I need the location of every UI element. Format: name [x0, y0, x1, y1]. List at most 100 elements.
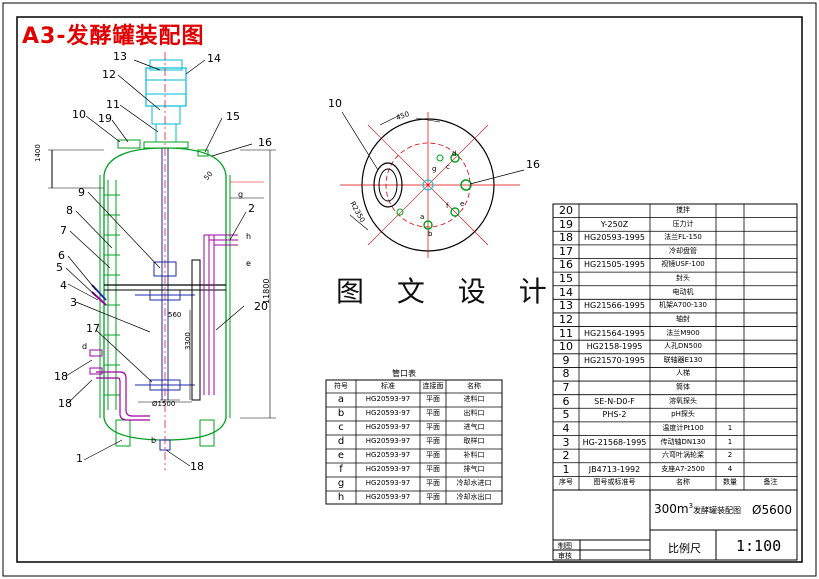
- parts-cell: 5: [562, 408, 570, 422]
- elevation-callout-9: 9: [78, 186, 85, 199]
- parts-cell: 支座A7-2500: [661, 464, 705, 473]
- inner-frame: [16, 16, 803, 563]
- nozzle-cell: HG20593-97: [365, 451, 411, 459]
- drawn-by-label: 制图: [558, 542, 572, 550]
- parts-cell: 2: [727, 451, 733, 460]
- plan-letter-c: c: [446, 163, 450, 171]
- cooling-coil: [203, 234, 238, 395]
- plan-letter-g: g: [432, 165, 437, 173]
- parts-cell: 封头: [676, 274, 690, 283]
- nozzle-cell: 冷却水出口: [456, 493, 492, 501]
- nozzle-cell: b: [337, 408, 345, 419]
- parts-cell: HG2158-1995: [586, 342, 643, 352]
- parts-cell: 筒体: [676, 383, 690, 392]
- plan-callout-10: 10: [328, 97, 342, 110]
- parts-cell: 15: [559, 272, 573, 286]
- coupling: [153, 261, 177, 277]
- plan-view: [340, 111, 525, 258]
- nozzle-cell: d: [337, 436, 345, 447]
- parts-cell: 温度计Pt100: [662, 423, 704, 432]
- nozzle-cell: HG20593-97: [365, 465, 411, 473]
- parts-cell: HG-21568-1995: [582, 437, 647, 447]
- parts-cell: 14: [559, 285, 573, 299]
- parts-cell: 18: [559, 231, 573, 245]
- nozzle-cell: HG20593-97: [365, 493, 411, 501]
- parts-cell: Y-250Z: [600, 219, 629, 229]
- elevation-callout-3: 3: [70, 296, 77, 309]
- nozzle-cell: 平面: [426, 409, 440, 417]
- title-block-diameter: Ø5600: [752, 503, 792, 517]
- nozzle-cell: 取样口: [463, 437, 485, 445]
- dim-11800: 11800: [262, 278, 271, 304]
- drawing-name-prefix: 300m: [654, 502, 689, 516]
- parts-cell: 1: [727, 437, 733, 446]
- parts-cell: HG21505-1995: [584, 260, 645, 270]
- nozzle-letter-b: b: [151, 436, 157, 445]
- scale-label: 比例尺: [668, 542, 701, 555]
- parts-cell: 2: [562, 449, 570, 463]
- support-leg-left: [115, 419, 131, 447]
- nozzle-table-title: 管口表: [392, 369, 416, 378]
- parts-cell: 6: [562, 394, 570, 408]
- nozzle-cell: a: [337, 394, 345, 405]
- nozzle-cell: 出料口: [463, 409, 485, 417]
- nozzle-cell: c: [338, 422, 344, 433]
- title-block-drawing-name: 300m3发酵罐装配图: [654, 502, 741, 516]
- elevation-callout-16: 16: [258, 136, 272, 149]
- elevation-view: [48, 52, 276, 470]
- parts-cell: 10: [559, 340, 573, 354]
- parts-cell: 16: [559, 258, 573, 272]
- nozzle-cell: HG20593-97: [365, 479, 411, 487]
- plan-callout-16: 16: [526, 158, 540, 171]
- plan-manhole: [373, 162, 403, 208]
- parts-cell: HG20593-1995: [584, 233, 645, 243]
- nozzle-header-cell: 名称: [467, 382, 481, 390]
- nozzle-cell: e: [337, 450, 345, 461]
- elevation-callout-4: 4: [60, 279, 67, 292]
- parts-header-cell: 图号或标准号: [593, 478, 636, 487]
- elevation-callout-11: 11: [106, 98, 120, 111]
- baffle-right: [191, 259, 201, 401]
- parts-cell: HG21564-1995: [584, 328, 645, 338]
- parts-cell: 溶氧探头: [669, 396, 697, 405]
- parts-list-grid: [552, 203, 798, 491]
- dim-3300: 3300: [184, 332, 192, 350]
- watermark-text: 图 文 设 计: [336, 275, 559, 308]
- dim-1500: Ø1500: [152, 400, 176, 408]
- parts-cell: 20: [559, 204, 573, 217]
- plan-letter-d: d: [452, 150, 457, 158]
- parts-cell: 轴封: [676, 314, 690, 323]
- elevation-callout-14: 14: [207, 52, 221, 65]
- parts-cell: 4: [727, 464, 733, 473]
- parts-cell: 人梯: [676, 369, 690, 378]
- elevation-callout-1: 1: [76, 452, 83, 465]
- nozzle-cell: g: [337, 478, 345, 489]
- support-leg-right: [199, 419, 215, 447]
- nozzle-cell: HG20593-97: [365, 437, 411, 445]
- nozzle-letter-e: e: [246, 259, 251, 268]
- drawing-name-suffix: 发酵罐装配图: [693, 506, 742, 515]
- nozzle-header-cell: 符号: [334, 382, 348, 390]
- nozzle-cell: 冷却水进口: [456, 479, 492, 487]
- dim-1400: 1400: [34, 144, 42, 162]
- parts-cell: 人孔DN500: [664, 342, 702, 351]
- parts-cell: 12: [559, 312, 573, 326]
- nozzle-cell: 平面: [426, 451, 440, 459]
- parts-header-cell: 备注: [763, 478, 778, 487]
- parts-header-cell: 名称: [676, 478, 690, 487]
- title-block-grid: [552, 489, 798, 561]
- parts-cell: 联轴器E130: [663, 355, 703, 364]
- nozzle-cell: 排气口: [463, 465, 485, 473]
- nozzle-header-cell: 连接面: [422, 382, 444, 390]
- motor-cap: [149, 59, 183, 71]
- nozzle-table-grid: [325, 379, 503, 505]
- parts-cell: 1: [562, 462, 570, 476]
- elevation-callout-10: 10: [72, 108, 86, 121]
- drawing-title: A3-发酵罐装配图: [22, 24, 205, 49]
- parts-cell: 法兰FL-150: [664, 233, 702, 242]
- nozzle-cell: HG20593-97: [365, 409, 411, 417]
- parts-header-cell: 序号: [559, 478, 573, 487]
- parts-cell: PHS-2: [602, 410, 627, 420]
